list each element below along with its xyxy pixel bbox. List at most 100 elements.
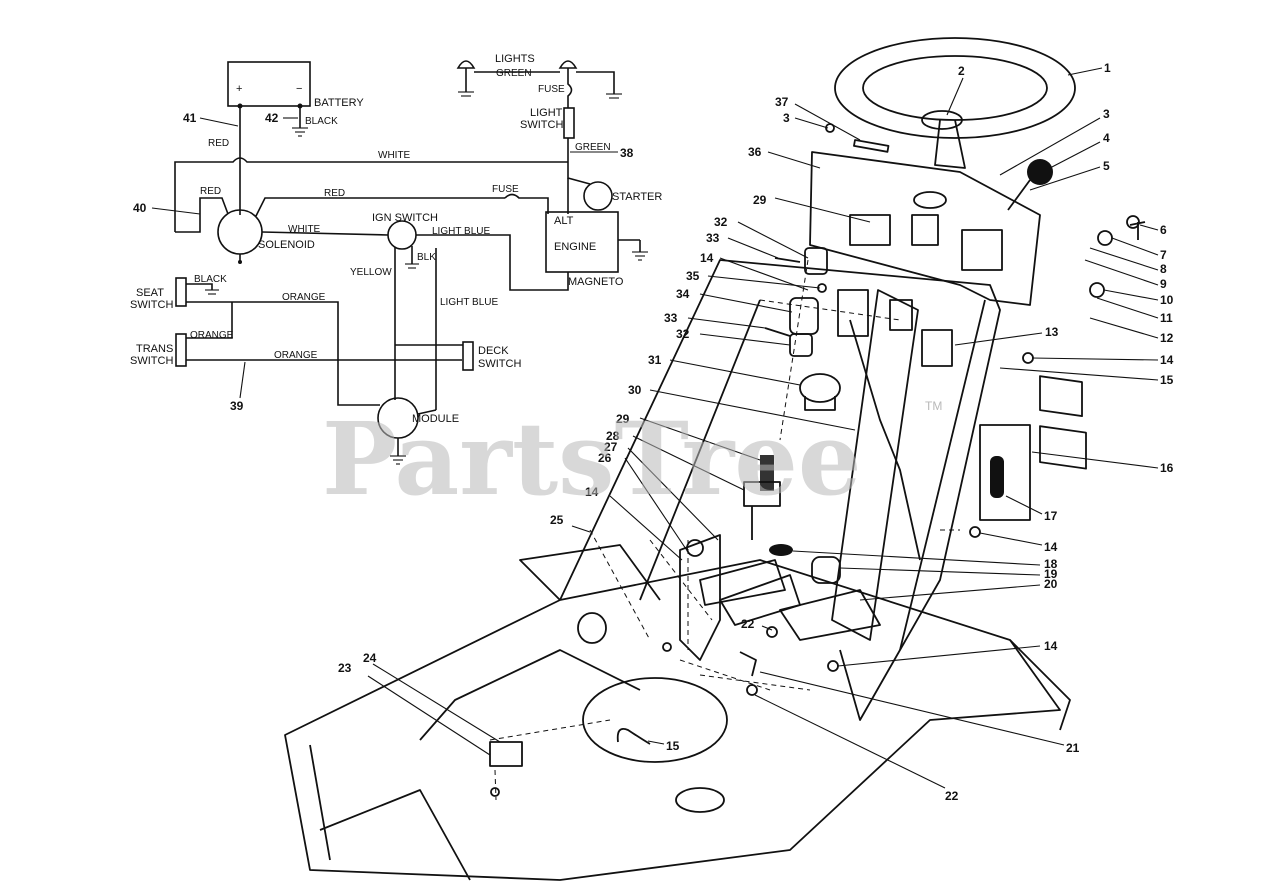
callout-15-lower: 15: [666, 739, 680, 753]
callout-12: 12: [1160, 331, 1174, 345]
callout-23: 23: [338, 661, 352, 675]
callout-21: 21: [1066, 741, 1080, 755]
wire-label-light-blue-top: LIGHT BLUE: [432, 226, 490, 237]
callout-27: 27: [604, 440, 618, 454]
seat-switch: [175, 277, 187, 307]
callout-31: 31: [648, 353, 662, 367]
callout-32-lower: 32: [676, 327, 690, 341]
wire-label-light-blue-side: LIGHT BLUE: [440, 297, 498, 308]
deck-switch: [462, 341, 474, 371]
callout-26: 26: [598, 451, 612, 465]
callout-35: 35: [686, 269, 700, 283]
ignition-switch: [799, 373, 841, 403]
engine-box: [545, 211, 619, 273]
callout-3-left: 3: [783, 111, 790, 125]
wiring-schematic: + − BATTERY BLACK RED 41 42 WHITE SOLENO…: [130, 53, 662, 465]
lights-label: LIGHTS: [495, 53, 535, 65]
callout-14-right: 14: [1160, 353, 1174, 367]
callout-37: 37: [775, 95, 789, 109]
wire-label-orange-trans-left: ORANGE: [190, 330, 234, 341]
spring-18: [769, 544, 793, 556]
callout-39: 39: [230, 399, 244, 413]
wire-label-yellow: YELLOW: [350, 267, 392, 278]
trans-switch: [175, 333, 187, 367]
wire-label-black-seat: BLACK: [194, 274, 227, 285]
callout-15-right: 15: [1160, 373, 1174, 387]
watermark: PartsTree: [322, 400, 862, 518]
callout-41: 41: [183, 111, 197, 125]
steering-wheel: [834, 37, 1076, 139]
steering-hub: [921, 110, 963, 130]
hairpin-clip: [616, 727, 651, 745]
callout-7: 7: [1160, 248, 1167, 262]
starter: [583, 181, 613, 211]
wire-label-orange-seat: ORANGE: [282, 292, 326, 303]
interlock-switch: [489, 741, 523, 767]
callout-22-lower: 22: [945, 789, 959, 803]
engine-label: ENGINE: [554, 241, 596, 253]
callout-30: 30: [628, 383, 642, 397]
callout-29-upper: 29: [753, 193, 767, 207]
callout-17: 17: [1044, 509, 1058, 523]
starter-label: STARTER: [612, 191, 662, 203]
wire-label-white-mid: WHITE: [288, 224, 321, 235]
callout-28: 28: [606, 429, 620, 443]
callout-14-left: 14: [700, 251, 714, 265]
light-switch-label-1: LIGHT: [530, 107, 563, 119]
wire-label-green-mid: GREEN: [575, 142, 611, 153]
part-callouts: 1 2 3 3 4 5 6 7 8 9 10 11 12 13 14 15 16…: [338, 61, 1174, 803]
wire-label-red-mid: RED: [324, 188, 345, 199]
callout-5: 5: [1103, 159, 1110, 173]
battery-box: [227, 61, 311, 107]
callout-36: 36: [748, 145, 762, 159]
frame-pan: [284, 559, 1061, 881]
callout-18: 18: [1044, 557, 1058, 571]
dashboard-plate: [809, 151, 1041, 306]
solenoid: [217, 209, 263, 255]
engine-magneto-label: MAGNETO: [568, 276, 624, 288]
switch-plate-upper: [1039, 375, 1083, 417]
callout-14-pivot: 14: [585, 485, 599, 499]
solenoid-label: SOLENOID: [258, 239, 315, 251]
decal-panel: [979, 424, 1031, 521]
callout-20: 20: [1044, 577, 1058, 591]
wire-label-fuse-top: FUSE: [538, 84, 565, 95]
wire-label-red-battery: RED: [208, 138, 229, 149]
battery-minus: −: [296, 83, 302, 95]
seat-switch-label-2: SWITCH: [130, 299, 173, 311]
callout-24: 24: [363, 651, 377, 665]
light-left-icon: [456, 60, 476, 69]
throttle-knob: [1027, 159, 1053, 185]
light-switch-label-2: SWITCH: [520, 119, 563, 131]
module-label: MODULE: [412, 413, 459, 425]
callout-9: 9: [1160, 277, 1167, 291]
callout-32-upper: 32: [714, 215, 728, 229]
hose-spring: [990, 456, 1004, 498]
dash-tower: [559, 259, 1001, 721]
ign-switch-label: IGN SWITCH: [372, 212, 438, 224]
callout-13: 13: [1045, 325, 1059, 339]
callout-40: 40: [133, 201, 147, 215]
callout-22-upper: 22: [741, 617, 755, 631]
wire-label-fuse-mid: FUSE: [492, 184, 519, 195]
wire-label-orange-trans: ORANGE: [274, 350, 318, 361]
trans-switch-label-1: TRANS: [136, 343, 173, 355]
switch-plate-lower: [1039, 425, 1087, 470]
callout-14-mid: 14: [1044, 540, 1058, 554]
callout-25: 25: [550, 513, 564, 527]
callout-14-lower: 14: [1044, 639, 1058, 653]
callout-33-upper: 33: [706, 231, 720, 245]
light-right-icon: [558, 60, 578, 69]
ign-switch: [387, 220, 417, 250]
seat-switch-label-1: SEAT: [136, 287, 164, 299]
pivot-arm: [679, 534, 721, 661]
engine-alt-label: ALT: [554, 215, 574, 227]
column-bracket: [831, 289, 919, 641]
battery-plus: +: [236, 83, 242, 95]
wire-label-blk: BLK: [417, 252, 436, 263]
callout-8: 8: [1160, 262, 1167, 276]
wire-label-green-top: GREEN: [496, 68, 532, 79]
callout-3-right: 3: [1103, 107, 1110, 121]
callout-38: 38: [620, 146, 634, 160]
callout-6: 6: [1160, 223, 1167, 237]
